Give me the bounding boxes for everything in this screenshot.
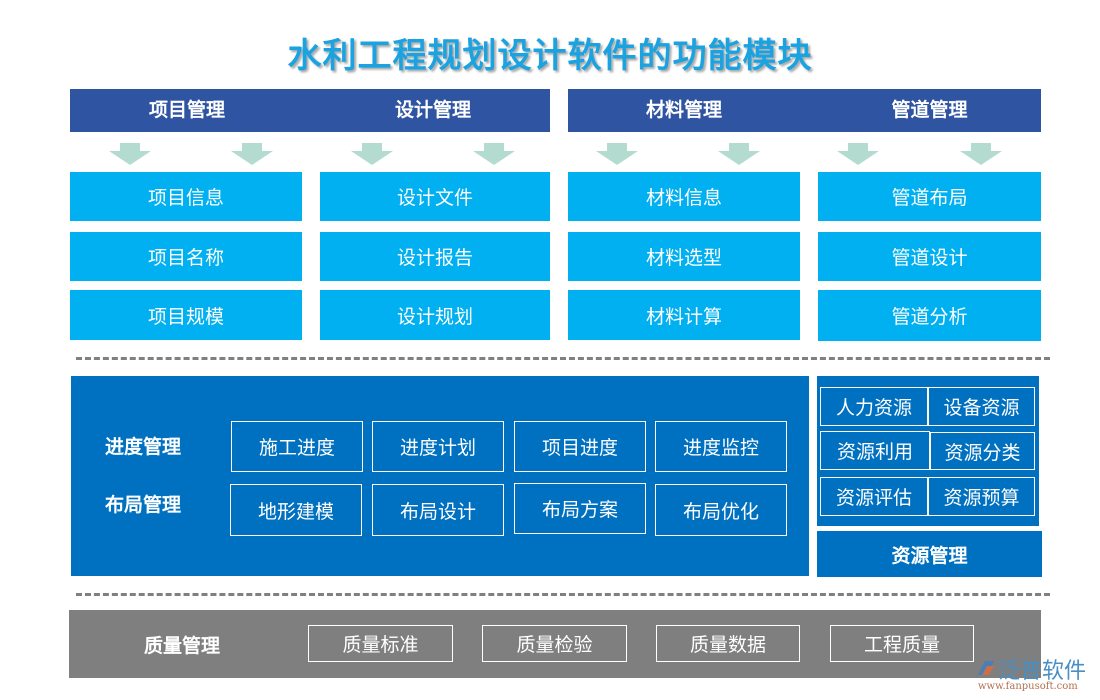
down-arrow-icon [837, 143, 879, 165]
box-equipment-resources: 设备资源 [928, 387, 1035, 426]
box-resource-classification: 资源分类 [930, 432, 1035, 470]
row-label-layout: 布局管理 [105, 494, 182, 516]
box-resource-evaluation: 资源评估 [820, 477, 928, 516]
box-construction-progress: 施工进度 [231, 421, 363, 472]
row-label-schedule: 进度管理 [105, 436, 182, 458]
box-quality-inspection: 质量检验 [482, 625, 627, 662]
cell-pipeline-layout: 管道布局 [818, 172, 1041, 221]
box-quality-standard: 质量标准 [308, 625, 453, 662]
cell-material-info: 材料信息 [568, 172, 800, 221]
cell-material-selection: 材料选型 [568, 232, 800, 281]
box-engineering-quality: 工程质量 [830, 625, 974, 662]
down-arrow-icon [960, 143, 1002, 165]
down-arrow-icon [473, 143, 515, 165]
down-arrow-icon [351, 143, 393, 165]
box-terrain-modeling: 地形建模 [230, 484, 362, 536]
cell-design-plan: 设计规划 [320, 290, 550, 340]
box-resource-utilization: 资源利用 [820, 431, 930, 470]
down-arrow-icon [596, 143, 638, 165]
module-pipeline-management: 管道管理 [891, 99, 968, 121]
box-progress-monitoring: 进度监控 [655, 421, 787, 472]
cell-project-scale: 项目规模 [70, 290, 302, 340]
header-bar-right: 材料管理 管道管理 [568, 89, 1041, 132]
cell-pipeline-analysis: 管道分析 [818, 290, 1041, 341]
header-bar-left: 项目管理 设计管理 [70, 89, 550, 132]
box-quality-data: 质量数据 [656, 625, 800, 662]
down-arrow-icon [718, 143, 760, 165]
module-project-management: 项目管理 [148, 99, 225, 121]
page-title: 水利工程规划设计软件的功能模块 [287, 36, 813, 76]
schedule-layout-panel [71, 376, 809, 576]
cell-design-report: 设计报告 [320, 232, 550, 281]
cell-project-info: 项目信息 [70, 172, 302, 221]
logo-url: www.fanpusoft.com [978, 681, 1078, 692]
box-layout-scheme: 布局方案 [514, 483, 646, 534]
box-resource-budget: 资源预算 [928, 477, 1035, 516]
down-arrow-icon [231, 143, 273, 165]
down-arrow-icon [109, 143, 151, 165]
logo-name: 泛普软件 [998, 659, 1087, 684]
watermark-logo: 泛普软件 www.fanpusoft.com [972, 653, 1097, 698]
quality-management-label: 质量管理 [144, 635, 221, 657]
cell-design-file: 设计文件 [320, 172, 550, 221]
module-material-management: 材料管理 [645, 99, 722, 121]
box-schedule-plan: 进度计划 [372, 421, 504, 472]
quality-panel [69, 610, 1041, 678]
divider [76, 357, 1050, 360]
divider [76, 593, 1050, 596]
cell-project-name: 项目名称 [70, 232, 302, 281]
cell-material-calculation: 材料计算 [568, 290, 800, 340]
box-project-progress: 项目进度 [514, 421, 646, 472]
box-layout-optimization: 布局优化 [655, 484, 787, 536]
resource-management-label: 资源管理 [817, 531, 1042, 577]
box-human-resources: 人力资源 [820, 387, 928, 426]
logo-icon [978, 661, 994, 675]
box-layout-design: 布局设计 [372, 484, 504, 536]
cell-pipeline-design: 管道设计 [818, 232, 1041, 281]
module-design-management: 设计管理 [394, 99, 471, 121]
